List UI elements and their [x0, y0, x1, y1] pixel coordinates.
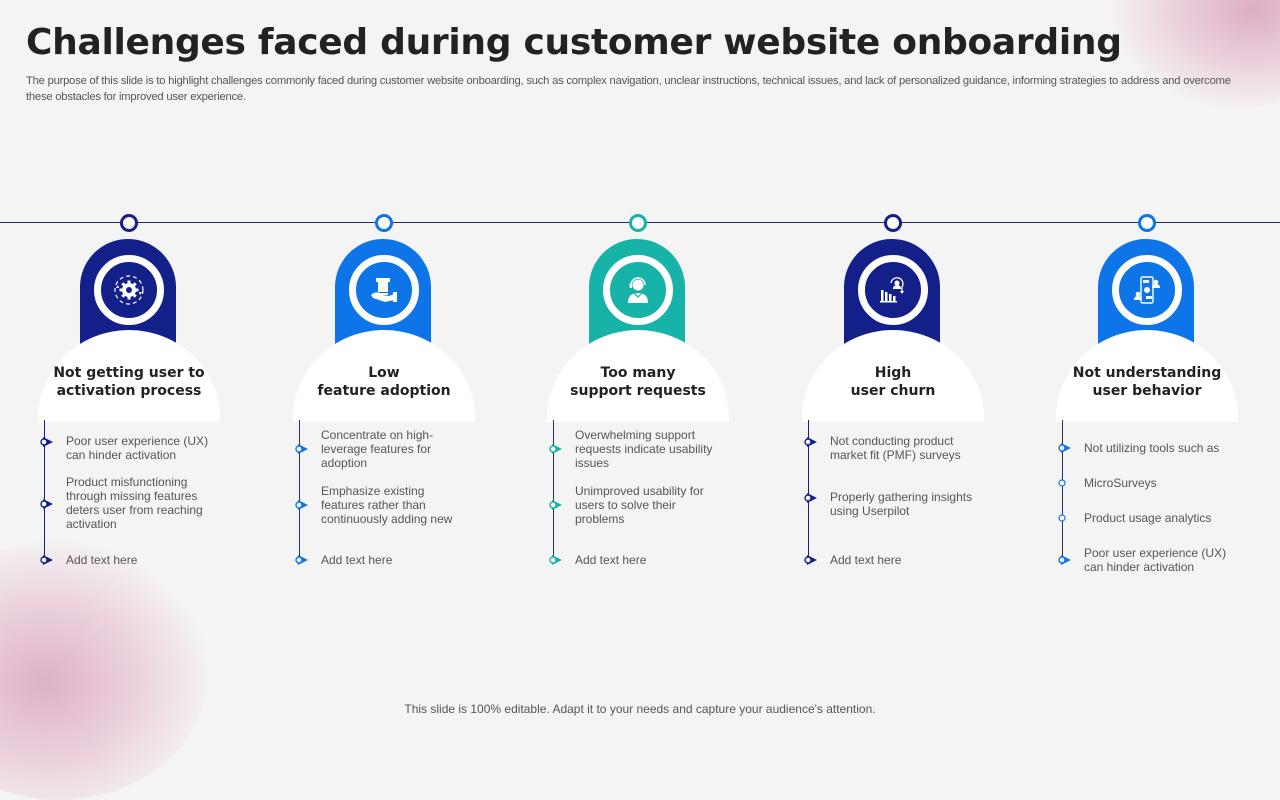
challenge-card-user-behavior: Not understanding user behavior Not util…: [1052, 212, 1242, 592]
icon-ring: [858, 255, 928, 325]
list-item: Add text here: [295, 553, 471, 567]
bullet-arrow-icon: [549, 444, 562, 454]
list-item: Product misfunctioning through missing f…: [40, 475, 216, 531]
timeline-node: [375, 214, 393, 232]
icon-ring: [94, 255, 164, 325]
bullet-arrow-icon: [40, 437, 53, 447]
card-heading: Too many support requests: [570, 365, 706, 399]
challenge-card-activation: Not getting user to activation process P…: [34, 212, 224, 592]
list-item: Emphasize existing features rather than …: [295, 484, 471, 526]
slide-title: Challenges faced during customer website…: [26, 22, 1122, 63]
icon-tab: [335, 239, 431, 349]
list-item: Not conducting product market fit (PMF) …: [804, 434, 980, 462]
bullet-line: [808, 420, 809, 562]
bullet-arrow-icon: [549, 500, 562, 510]
icon-tab: [1098, 239, 1194, 349]
list-item: Add text here: [549, 553, 725, 567]
card-heading: Not understanding user behavior: [1072, 365, 1222, 399]
bullet-arrow-icon: [804, 493, 817, 503]
list-item: Add text here: [40, 553, 216, 567]
bullet-arrow-icon: [295, 444, 308, 454]
card-heading: High user churn: [850, 365, 936, 399]
challenge-card-feature-adoption: Low feature adoption Concentrate on high…: [289, 212, 479, 592]
list-item: Poor user experience (UX) can hinder act…: [40, 434, 216, 462]
challenge-card-support-requests: Too many support requests Overwhelming s…: [543, 212, 733, 592]
icon-tab: [80, 239, 176, 349]
bullet-arrow-icon: [40, 555, 53, 565]
bullet-line: [553, 420, 554, 562]
icon-ring: [349, 255, 419, 325]
list-item: Unimproved usability for users to solve …: [549, 484, 725, 526]
slide-subtitle: The purpose of this slide is to highligh…: [26, 75, 1231, 103]
list-item: Overwhelming support requests indicate u…: [549, 428, 725, 470]
timeline-node: [629, 214, 647, 232]
user-chat-phone-icon: [1134, 276, 1160, 304]
bullet-line: [1062, 420, 1063, 562]
bullet-arrow-icon: [804, 555, 817, 565]
bullet-arrow-icon: [295, 555, 308, 565]
support-agent-icon: [628, 277, 648, 303]
list-item: Properly gathering insights using Userpi…: [804, 490, 980, 518]
list-item: Product usage analytics: [1058, 511, 1234, 525]
user-churn-chart-icon: [880, 277, 904, 303]
list-item: Concentrate on high-leverage features fo…: [295, 428, 471, 470]
list-item: Not utilizing tools such as: [1058, 441, 1234, 455]
bullet-arrow-icon: [295, 500, 308, 510]
card-heading: Low feature adoption: [317, 365, 451, 399]
list-item: Add text here: [804, 553, 980, 567]
challenge-card-user-churn: High user churn Not conducting product m…: [798, 212, 988, 592]
timeline-node: [120, 214, 138, 232]
bullet-line: [299, 420, 300, 562]
icon-ring: [1112, 255, 1182, 325]
bullet-circle-icon: [1058, 514, 1066, 522]
timeline-node: [884, 214, 902, 232]
icon-ring: [603, 255, 673, 325]
card-heading: Not getting user to activation process: [53, 365, 205, 399]
bullet-arrow-icon: [40, 499, 53, 509]
list-item: Poor user experience (UX) can hinder act…: [1058, 546, 1234, 574]
bullet-circle-icon: [1058, 479, 1066, 487]
hand-holding-box-icon: [371, 278, 397, 302]
slide-footer: This slide is 100% editable. Adapt it to…: [404, 702, 876, 716]
bullet-arrow-icon: [804, 437, 817, 447]
bullet-line: [44, 420, 45, 562]
icon-tab: [589, 239, 685, 349]
icon-tab: [844, 239, 940, 349]
bullet-arrow-icon: [1058, 443, 1071, 453]
bullet-arrow-icon: [1058, 555, 1071, 565]
bullet-arrow-icon: [549, 555, 562, 565]
timeline-node: [1138, 214, 1156, 232]
list-item: MicroSurveys: [1058, 476, 1234, 490]
gear-cycle-icon: [114, 275, 144, 305]
